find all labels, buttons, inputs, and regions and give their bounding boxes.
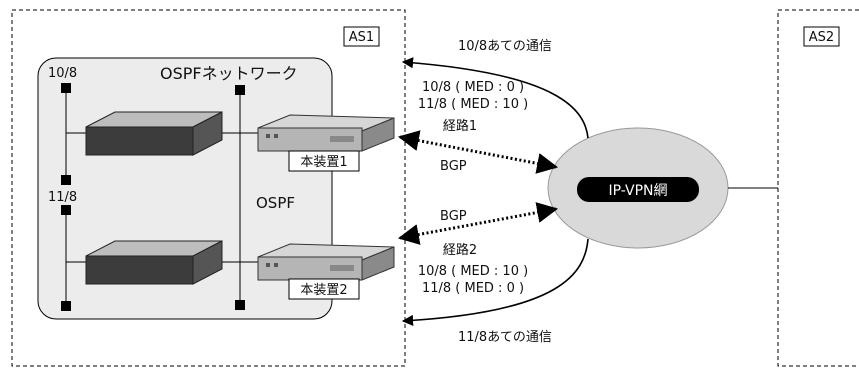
switch-1-icon: [85, 111, 223, 156]
as1-tag-box: [343, 26, 380, 47]
switch-2-icon: [85, 240, 223, 285]
subnet-11-terminator-top: [61, 205, 71, 215]
route2-med-11: 11/8 ( MED : 0 ): [422, 281, 524, 296]
device-1-tag-box: [288, 150, 360, 172]
ospf-label: OSPF: [256, 194, 295, 212]
as1-label: AS1: [349, 30, 374, 45]
backbone-terminator-top: [235, 85, 245, 95]
subnet-10-terminator-top: [61, 83, 71, 93]
router-2-icon: [257, 243, 395, 281]
route1-label: 経路1: [443, 118, 477, 134]
as1-boundary: [11, 9, 406, 367]
traffic-label-11: 11/8あての通信: [458, 330, 552, 345]
route1-med-11: 11/8 ( MED : 10 ): [418, 97, 528, 112]
ospf-network-title: OSPFネットワーク: [160, 64, 298, 83]
subnet-11-terminator-bottom: [61, 301, 71, 311]
traffic-path-10: [401, 57, 589, 139]
subnet-10-terminator-bottom: [61, 175, 71, 185]
device-2-tag-box: [288, 278, 360, 300]
bgp-session-1: [397, 130, 559, 174]
bgp-session-2: [397, 202, 559, 245]
traffic-path-11: [401, 238, 589, 327]
as2-boundary: [777, 9, 859, 367]
bgp-label-bottom: BGP: [440, 209, 467, 224]
subnet-11-label: 11/8: [48, 190, 77, 205]
route2-label: 経路2: [443, 242, 477, 258]
route2-med-10: 10/8 ( MED : 10 ): [418, 264, 528, 279]
device-2-label: 本装置2: [300, 283, 347, 298]
backbone-terminator-bottom: [235, 300, 245, 310]
as2-label: AS2: [809, 30, 834, 45]
router-1-icon: [257, 114, 395, 152]
traffic-label-10: 10/8あての通信: [458, 39, 552, 54]
device-1-label: 本装置1: [300, 155, 347, 170]
bgp-label-top: BGP: [440, 159, 467, 174]
ipvpn-label: IP-VPN網: [609, 183, 668, 199]
as2-tag-box: [803, 26, 840, 47]
ipvpn-label-box: [577, 177, 699, 202]
route1-med-10: 10/8 ( MED : 0 ): [422, 80, 524, 95]
subnet-10-label: 10/8: [48, 66, 77, 81]
